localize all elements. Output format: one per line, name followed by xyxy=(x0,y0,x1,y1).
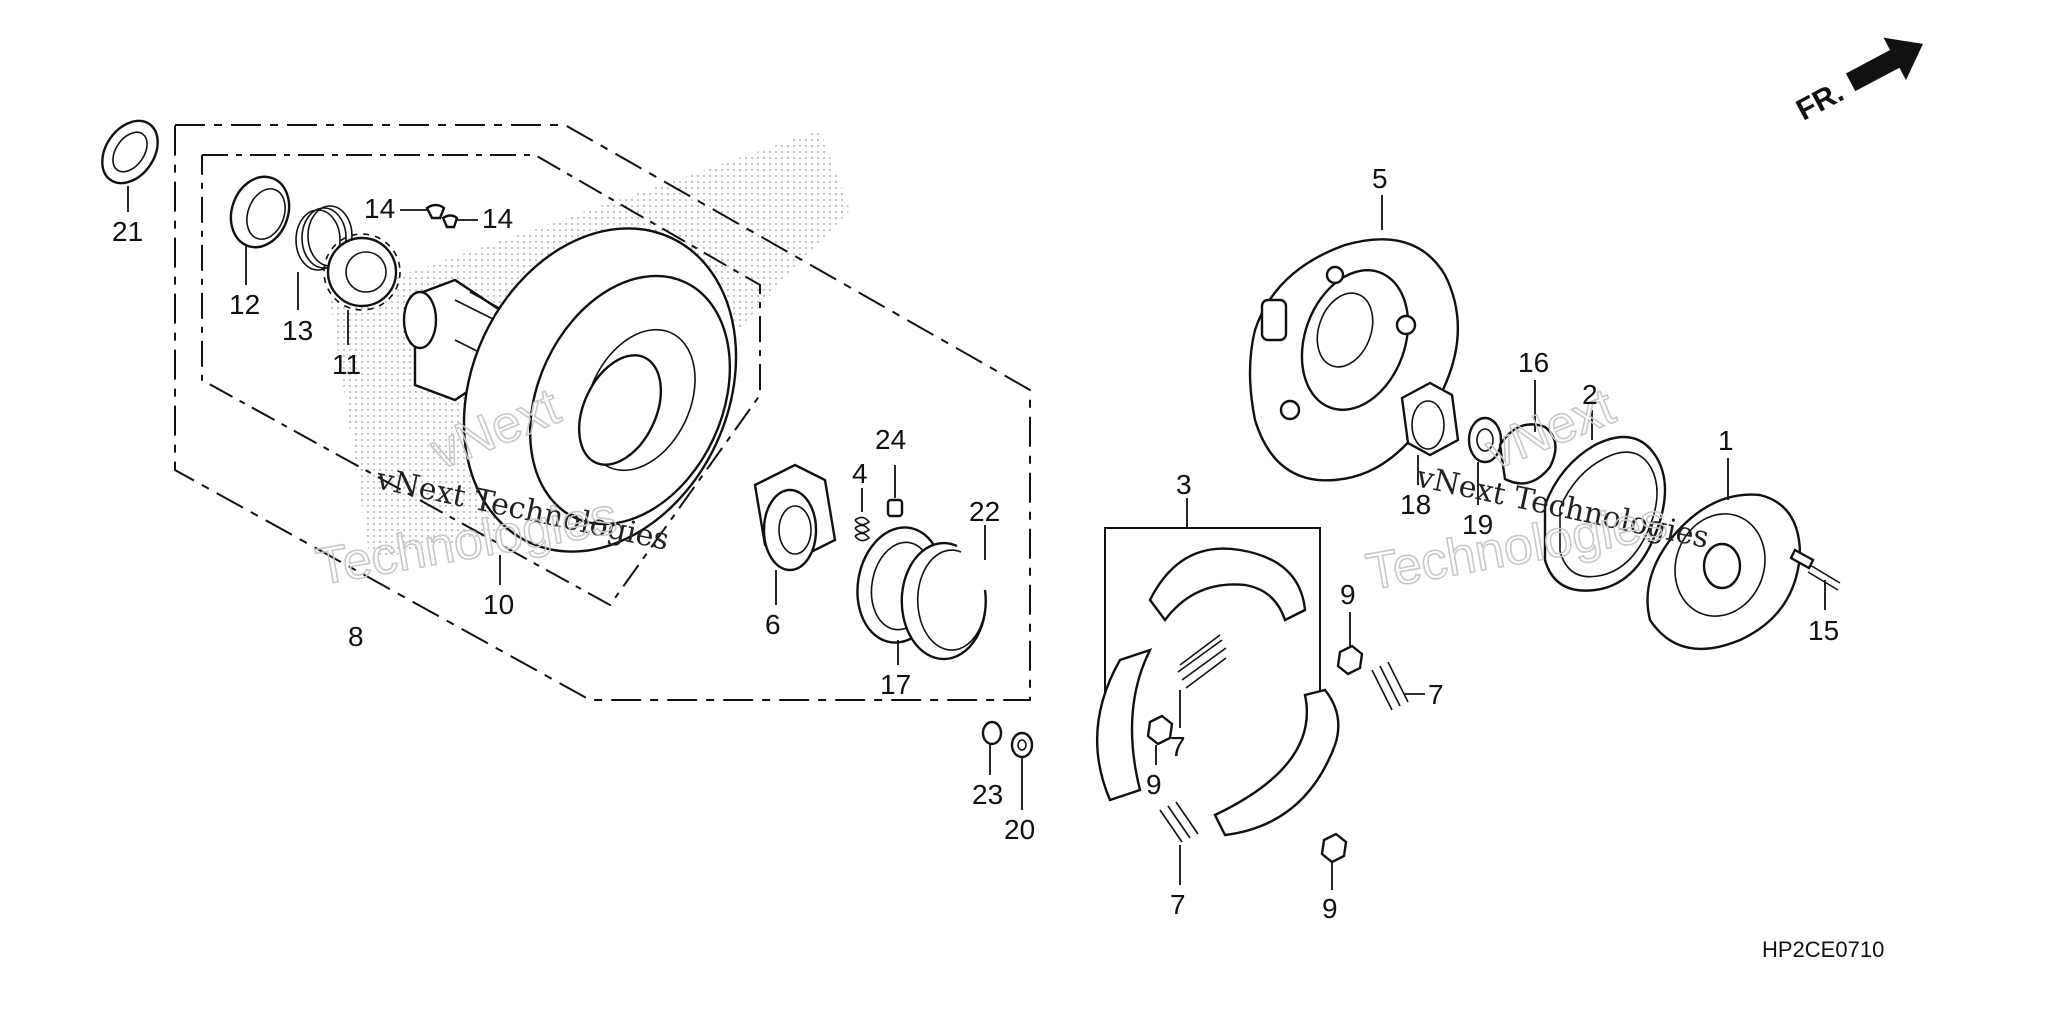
callout-10: 10 xyxy=(483,589,514,620)
callout-9b: 9 xyxy=(1340,579,1356,610)
callout-18: 18 xyxy=(1400,489,1431,520)
part-11-sprocket xyxy=(323,233,401,345)
callout-9a: 9 xyxy=(1146,769,1162,800)
callout-19: 19 xyxy=(1462,509,1493,540)
callout-22: 22 xyxy=(969,496,1000,527)
part-10-clutch-drum xyxy=(402,227,738,585)
part-16-collar xyxy=(1498,380,1557,485)
callout-12: 12 xyxy=(229,289,260,320)
part-3-clutch-shoes xyxy=(1096,498,1340,837)
bracket-3 xyxy=(1104,527,1321,745)
callout-7a: 7 xyxy=(1170,731,1186,762)
callout-6: 6 xyxy=(765,609,781,640)
assembly-outline-8 xyxy=(174,124,1031,701)
part-6-one-way-clutch xyxy=(753,463,837,605)
callout-15: 15 xyxy=(1808,615,1839,646)
callout-17: 17 xyxy=(880,669,911,700)
callout-7c: 7 xyxy=(1428,679,1444,710)
part-24-roller xyxy=(886,465,904,518)
callout-24: 24 xyxy=(875,424,906,455)
part-23-clip xyxy=(981,720,1003,775)
callout-1: 1 xyxy=(1718,425,1734,456)
part-22-snap-ring xyxy=(900,525,987,661)
callout-11: 11 xyxy=(332,349,361,380)
part-7-springs xyxy=(1159,634,1425,885)
callout-9c: 9 xyxy=(1322,893,1338,924)
part-4-spring xyxy=(854,488,871,542)
part-20-washer xyxy=(1010,731,1034,810)
callout-8: 8 xyxy=(348,621,364,652)
callout-23: 23 xyxy=(972,779,1003,810)
callout-16: 16 xyxy=(1518,347,1549,378)
callout-13: 13 xyxy=(282,315,313,346)
callout-21: 21 xyxy=(112,216,143,247)
assembly-outline-10 xyxy=(201,154,761,607)
part-19-washer xyxy=(1467,416,1503,505)
part-15-bolt xyxy=(1789,548,1841,610)
callout-14a: 14 xyxy=(364,193,395,224)
part-9-nuts xyxy=(1146,612,1364,890)
part-18-bushing xyxy=(1400,381,1460,485)
part-21-washer xyxy=(101,119,159,212)
callout-7b: 7 xyxy=(1170,889,1186,920)
part-1-cover xyxy=(1646,458,1802,651)
diagram-code: HP2CE0710 xyxy=(1762,937,1884,962)
part-2-gasket xyxy=(1543,410,1667,592)
part-12-oil-seal xyxy=(229,175,291,285)
callout-4: 4 xyxy=(852,458,868,489)
part-14-pins xyxy=(400,203,478,229)
callout-20: 20 xyxy=(1004,814,1035,845)
direction-label: FR. xyxy=(1791,75,1849,127)
callout-3: 3 xyxy=(1176,469,1192,500)
callout-2: 2 xyxy=(1582,379,1598,410)
callout-14b: 14 xyxy=(482,203,513,234)
front-direction-arrow: FR. xyxy=(1791,37,1923,127)
callout-5: 5 xyxy=(1372,163,1388,194)
